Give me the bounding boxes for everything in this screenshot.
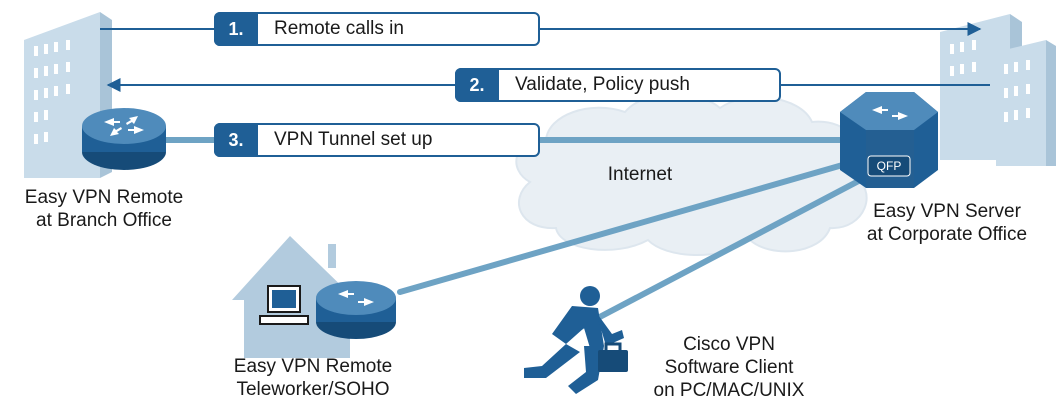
running-user-icon — [524, 286, 628, 394]
qfp-label: QFP — [876, 159, 902, 173]
client-label: Cisco VPN Software Client on PC/MAC/UNIX — [634, 333, 824, 402]
step-2-number: 2. — [455, 68, 499, 102]
step-1-box: 1. Remote calls in — [214, 12, 540, 46]
corporate-building-icon — [940, 14, 1056, 166]
step-3-number: 3. — [214, 123, 258, 157]
soho-label: Easy VPN Remote Teleworker/SOHO — [218, 355, 408, 401]
step-2-box: 2. Validate, Policy push — [455, 68, 781, 102]
branch-label: Easy VPN Remote at Branch Office — [4, 186, 204, 232]
computer-icon — [259, 285, 309, 325]
step-3-box: 3. VPN Tunnel set up — [214, 123, 540, 157]
client-label-line1: Cisco VPN — [683, 334, 775, 355]
server-label-line1: Easy VPN Server — [873, 201, 1021, 222]
step-3-text: VPN Tunnel set up — [274, 129, 433, 150]
server-label-line2: at Corporate Office — [866, 224, 1028, 245]
client-label-line3: on PC/MAC/UNIX — [653, 380, 805, 401]
server-label: Easy VPN Server at Corporate Office — [842, 200, 1052, 246]
internet-label: Internet — [607, 164, 673, 185]
qfp-router-icon — [840, 92, 938, 188]
branch-label-line1: Easy VPN Remote — [24, 187, 184, 208]
step-1-number: 1. — [214, 12, 258, 46]
step-1-text: Remote calls in — [274, 18, 404, 39]
client-label-line2: Software Client — [664, 357, 794, 378]
router-icon — [316, 281, 396, 339]
soho-label-line1: Easy VPN Remote — [233, 356, 393, 377]
router-icon — [82, 108, 166, 170]
branch-label-line2: at Branch Office — [36, 210, 172, 231]
step-2-text: Validate, Policy push — [515, 74, 690, 95]
soho-label-line2: Teleworker/SOHO — [236, 379, 390, 400]
